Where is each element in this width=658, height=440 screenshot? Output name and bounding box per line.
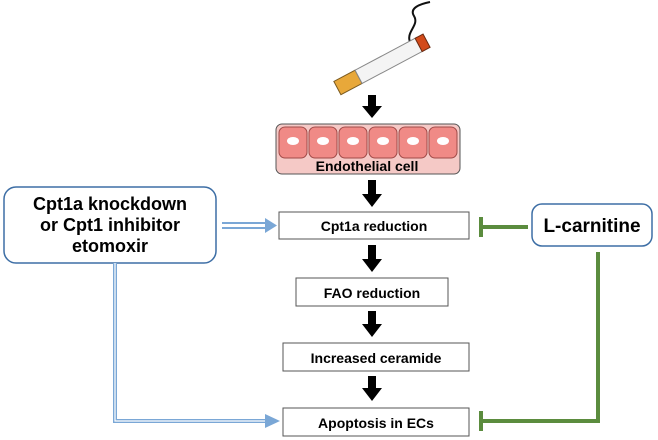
endothelial-cells: Endothelial cell <box>275 123 461 175</box>
cell-nucleus <box>437 137 449 145</box>
arrow-fao-to-ceramide <box>362 311 382 337</box>
arrow-smoke-to-cell <box>362 95 382 118</box>
blue-path-to-apoptosis <box>113 263 280 428</box>
endothelial-label: Endothelial cell <box>316 158 419 174</box>
cell-nucleus <box>317 137 329 145</box>
l-carnitine-box <box>531 203 653 247</box>
increased-ceramide-label: Increased ceramide <box>311 350 442 366</box>
arrow-cpt1a-to-fao <box>362 245 382 272</box>
increased-ceramide-box <box>282 342 470 372</box>
fao-reduction-box <box>295 277 449 307</box>
green-inhibition-to-cpt1a <box>479 217 528 237</box>
cpt1a-reduction-box <box>278 211 470 240</box>
smoke-icon <box>408 1 431 45</box>
l-carnitine-label: L-carnitine <box>543 216 640 237</box>
arrow-cell-to-cpt1a <box>362 180 382 207</box>
fao-reduction-label: FAO reduction <box>324 285 420 301</box>
apoptosis-box <box>282 407 470 437</box>
cell-nucleus <box>407 137 419 145</box>
green-inhibition-to-apoptosis <box>479 252 600 431</box>
blue-arrow-to-cpt1a <box>222 218 277 233</box>
cpt1a-knockdown-line1: Cpt1a knockdown <box>33 194 187 214</box>
apoptosis-label: Apoptosis in ECs <box>318 415 434 431</box>
cell-nucleus <box>377 137 389 145</box>
cpt1a-knockdown-line2: or Cpt1 inhibitor <box>40 215 180 235</box>
cpt1a-knockdown-line3: etomoxir <box>72 236 148 256</box>
cpt1a-reduction-label: Cpt1a reduction <box>321 218 428 234</box>
cell-nucleus <box>347 137 359 145</box>
cpt1a-knockdown-box <box>3 186 217 264</box>
cigarette-icon <box>333 1 431 96</box>
arrow-ceramide-to-apoptosis <box>362 376 382 401</box>
cell-nucleus <box>287 137 299 145</box>
